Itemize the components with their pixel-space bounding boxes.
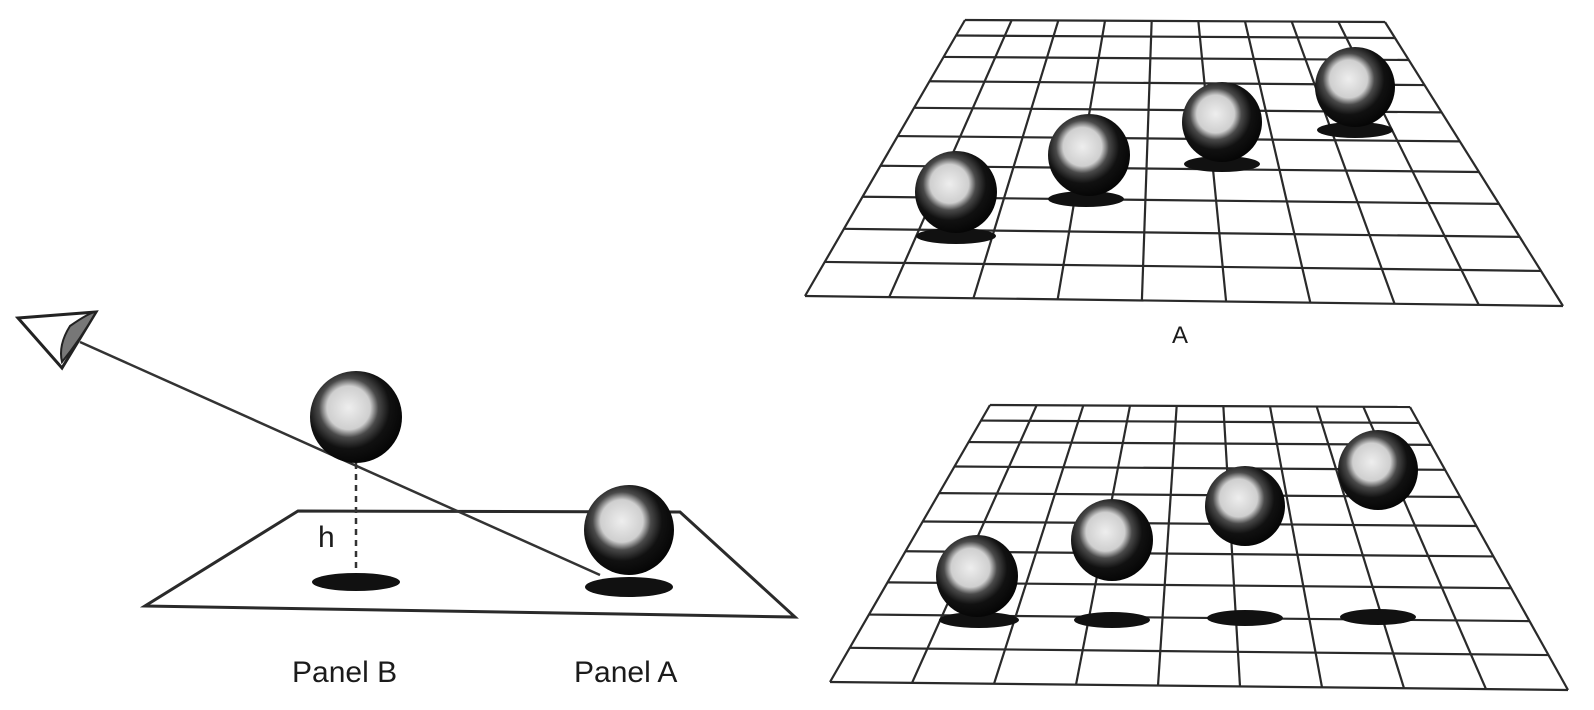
grid-line <box>1222 406 1242 687</box>
grid-line <box>972 20 1060 299</box>
floating-ball <box>310 371 402 463</box>
grid-panel-a: A <box>804 18 1564 349</box>
grid-line <box>829 404 991 683</box>
ball <box>1071 499 1153 581</box>
grid-lines <box>804 18 1564 308</box>
ball-shadow <box>1317 122 1393 138</box>
height-label: h <box>318 521 335 554</box>
ball-shadow <box>1074 612 1150 628</box>
ball-row <box>915 47 1395 244</box>
grid-line <box>1156 405 1178 686</box>
grid-line <box>1268 406 1324 688</box>
ball <box>1182 82 1262 162</box>
grid-line <box>1243 21 1312 303</box>
ball-b-shadow <box>312 573 400 591</box>
grid-line <box>897 134 1460 143</box>
grid-line <box>1140 20 1153 301</box>
grid-lines <box>829 403 1569 692</box>
grid-line <box>804 294 1564 308</box>
ball-shadow <box>939 612 1019 628</box>
grid-line <box>1315 406 1406 689</box>
ball <box>915 151 997 233</box>
ball-shadow <box>1207 610 1283 626</box>
grid-panel-b <box>829 403 1569 692</box>
grounded-ball <box>584 485 674 575</box>
panel-b-label: Panel B <box>292 656 397 689</box>
ball-row <box>936 430 1418 628</box>
ball-shadow <box>1048 191 1124 207</box>
grid-line <box>992 405 1085 685</box>
ball <box>1205 466 1285 546</box>
ground-plane <box>139 509 799 619</box>
panel-a-label: Panel A <box>574 656 677 689</box>
grid-line <box>824 260 1542 273</box>
ball-shadow <box>1184 156 1260 172</box>
ball-shadow <box>1340 609 1416 625</box>
grid-line <box>1290 21 1396 305</box>
grid-line <box>829 680 1569 692</box>
ball-a-shadow <box>585 577 673 597</box>
grid-line <box>849 646 1549 657</box>
side-view-schematic: h Panel B Panel A <box>14 310 799 689</box>
grid-line <box>980 419 1419 425</box>
ball <box>1315 47 1395 127</box>
grid-line <box>1384 21 1564 307</box>
grid-line <box>1409 406 1569 691</box>
ball-shadow <box>916 228 996 244</box>
eye-icon <box>14 310 99 371</box>
ball <box>936 535 1018 617</box>
ball <box>1048 114 1130 196</box>
grid-line <box>922 520 1477 528</box>
ball <box>1338 430 1418 510</box>
grid-line <box>964 18 1386 24</box>
panel-a-caption: A <box>1172 322 1188 349</box>
grid-line <box>955 34 1396 40</box>
grid-line <box>989 403 1411 409</box>
grid-line <box>804 19 966 297</box>
